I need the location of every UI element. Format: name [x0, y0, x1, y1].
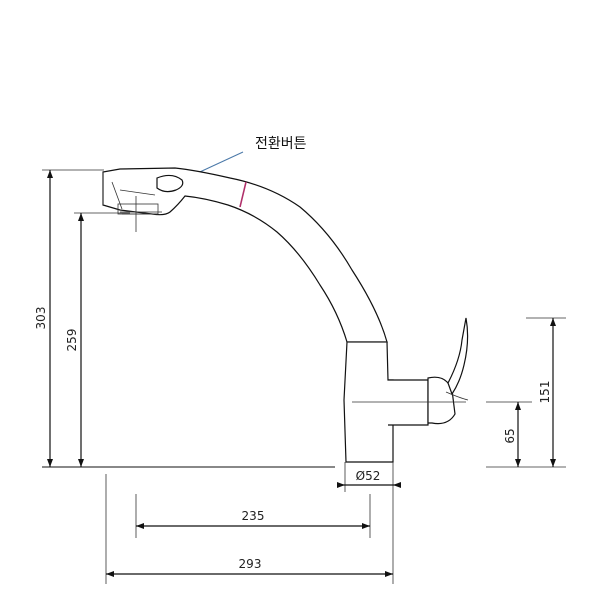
dim-total-height: 303 [34, 169, 104, 467]
dim-total-height-label: 303 [34, 307, 48, 330]
switch-button [156, 174, 184, 193]
dim-total-length: 293 [105, 474, 394, 584]
dim-spout-height-label: 259 [65, 329, 79, 352]
dim-base-diameter: Ø52 [337, 462, 401, 492]
dim-spout-reach-label: 235 [242, 509, 265, 523]
callout-label: 전환버튼 [255, 136, 307, 152]
spout-band [239, 181, 247, 208]
dim-spout-height: 259 [65, 212, 130, 467]
dim-lever-axis-height-label: 65 [503, 428, 517, 443]
dim-spout-reach: 235 [135, 494, 371, 538]
dim-base-diameter-label: Ø52 [356, 469, 381, 483]
dim-lever-height: 151 [486, 317, 566, 468]
dim-total-length-label: 293 [239, 557, 262, 571]
dim-lever-height-label: 151 [538, 381, 552, 404]
dim-lever-axis-height: 65 [486, 401, 532, 467]
lever-handle [447, 317, 469, 396]
